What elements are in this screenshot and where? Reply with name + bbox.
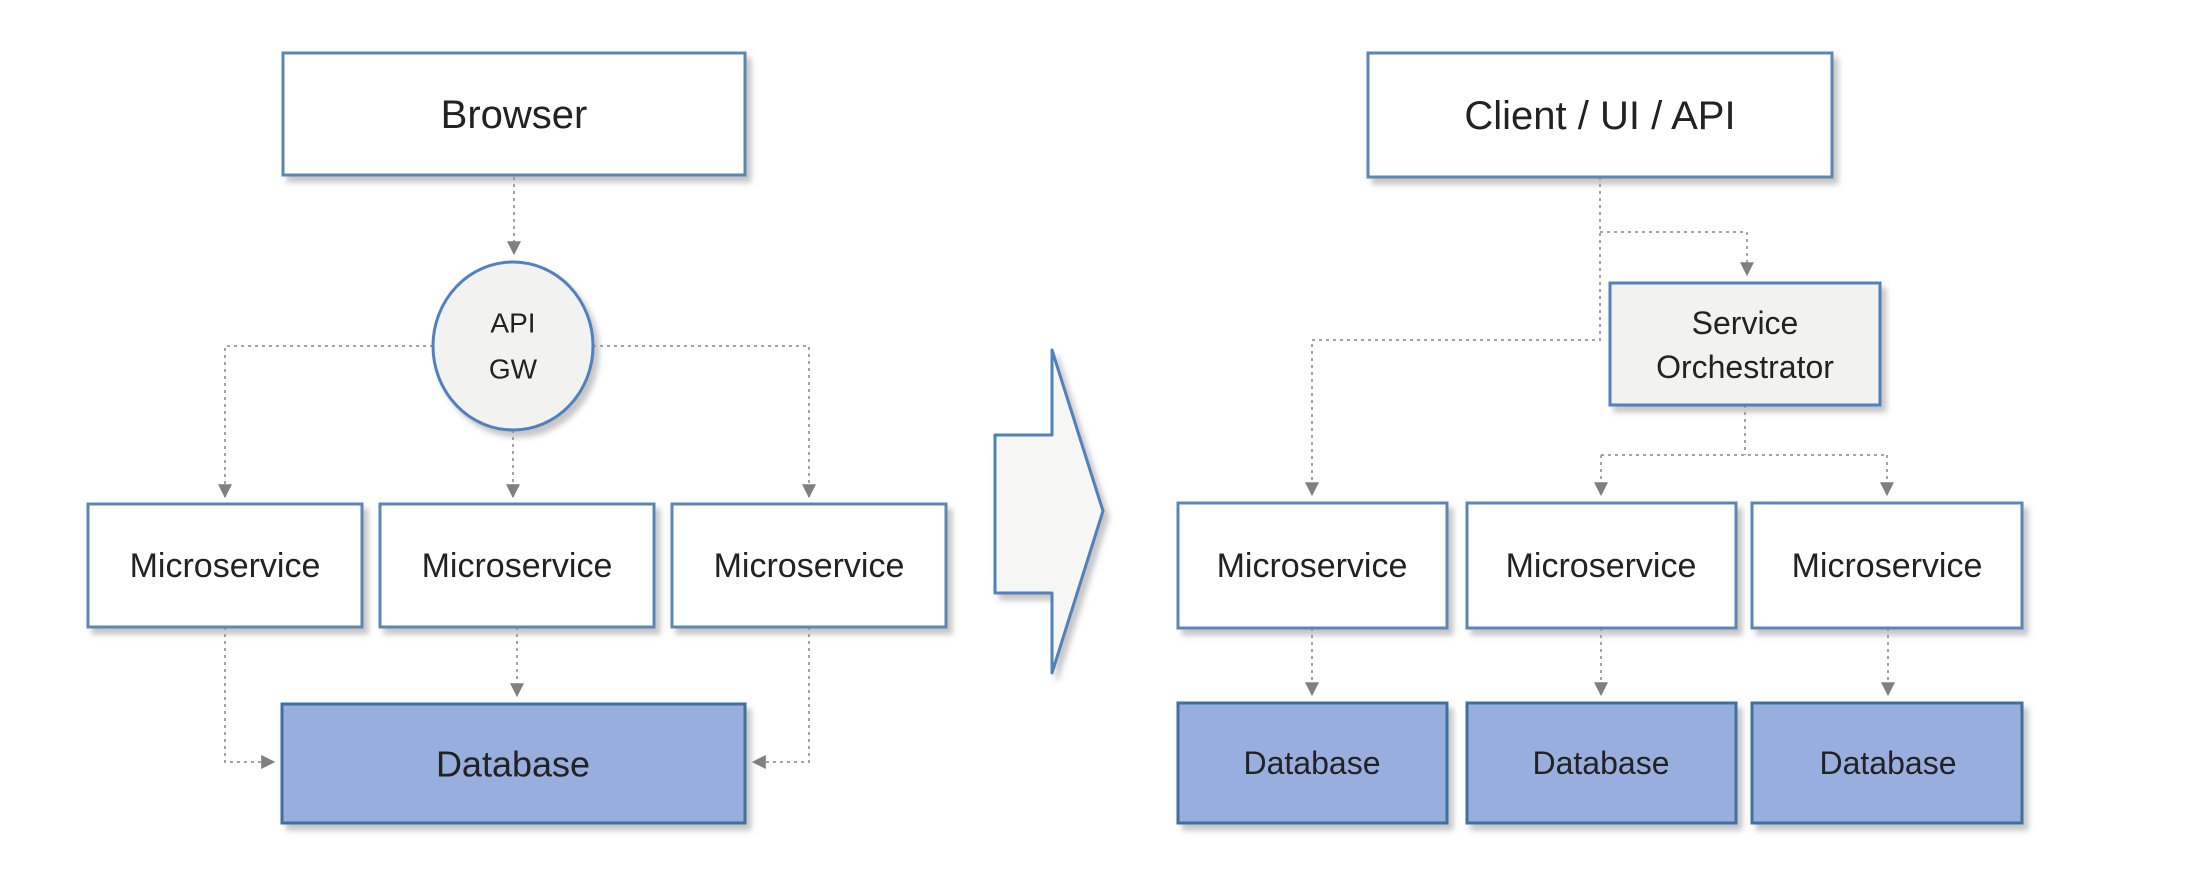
right-connectors: [1305, 177, 1895, 697]
browser-label: Browser: [441, 93, 588, 137]
database-box: [1176, 701, 1449, 825]
left-microservice-1: Microservice: [86, 502, 364, 629]
microservice-label: Microservice: [714, 547, 905, 585]
edge-client-to-microservice-1: [1305, 177, 1601, 497]
microservice-box: [670, 502, 948, 629]
database-label: Database: [1244, 745, 1381, 781]
left-database-node: Database: [280, 702, 747, 825]
client-box: [1366, 51, 1834, 179]
browser-node: Browser: [281, 51, 747, 177]
edge-apigw-to-microservice-1: [218, 345, 433, 499]
microservice-label: Microservice: [1792, 547, 1983, 585]
microservice-box: [1465, 501, 1738, 630]
database-box: [280, 702, 747, 825]
api-gateway-label-line1: API: [490, 308, 535, 339]
api-gateway-circle: [431, 260, 595, 432]
left-microservice-3: Microservice: [670, 502, 948, 629]
api-gateway-label-line2: GW: [489, 354, 538, 385]
database-box: [1750, 701, 2024, 825]
right-diagram: Client / UI / API Service Orchestrator M…: [1176, 51, 2024, 825]
microservice-box: [86, 502, 364, 629]
edge-client-to-orchestrator: [1600, 231, 1754, 277]
microservice-box: [1176, 501, 1449, 630]
client-label: Client / UI / API: [1464, 94, 1735, 138]
microservice-label: Microservice: [1506, 547, 1697, 585]
left-connectors: [218, 177, 816, 769]
client-node: Client / UI / API: [1366, 51, 1834, 179]
left-microservice-2: Microservice: [378, 502, 656, 629]
database-label: Database: [1820, 745, 1957, 781]
database-label: Database: [1533, 745, 1670, 781]
service-orchestrator-box: [1608, 281, 1882, 407]
right-database-2: Database: [1465, 701, 1738, 825]
edge-microservice-1-to-database: [224, 627, 276, 769]
right-database-3: Database: [1750, 701, 2024, 825]
right-microservice-1: Microservice: [1176, 501, 1449, 630]
right-microservice-3: Microservice: [1750, 501, 2024, 630]
api-gateway-node: API GW: [431, 260, 595, 432]
service-orchestrator-node: Service Orchestrator: [1608, 281, 1882, 407]
browser-box: [281, 51, 747, 177]
service-orchestrator-label-line2: Orchestrator: [1656, 349, 1834, 385]
microservice-label: Microservice: [422, 547, 613, 585]
database-label: Database: [436, 744, 590, 785]
microservice-label: Microservice: [1217, 547, 1408, 585]
right-microservice-2: Microservice: [1465, 501, 1738, 630]
transition-right-arrow: [993, 348, 1105, 675]
service-orchestrator-label-line1: Service: [1692, 305, 1799, 341]
right-database-1: Database: [1176, 701, 1449, 825]
microservice-box: [1750, 501, 2024, 630]
microservice-box: [378, 502, 656, 629]
edge-microservice-3-to-database: [751, 627, 810, 769]
left-diagram: Browser API GW Microservice Microservice…: [86, 51, 948, 825]
microservice-label: Microservice: [130, 547, 321, 585]
database-box: [1465, 701, 1738, 825]
edge-apigw-to-microservice-3: [593, 345, 816, 499]
